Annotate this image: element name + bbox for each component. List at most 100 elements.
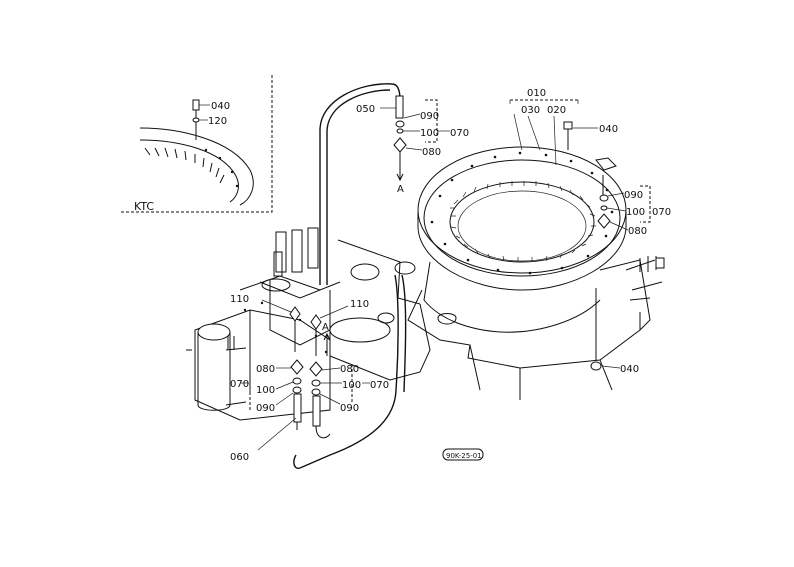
block-bolt xyxy=(307,227,319,269)
leader-line xyxy=(405,147,423,151)
bolt-hole xyxy=(528,271,532,275)
bolt-hole xyxy=(438,194,442,198)
part-100-mid-label: 100 xyxy=(342,380,361,391)
part-080-left-label: 080 xyxy=(256,364,275,375)
hose-line xyxy=(319,83,401,285)
bolt-hole xyxy=(586,254,590,258)
bearing-inner-gear xyxy=(449,181,595,263)
fitting-060-mid xyxy=(312,395,321,427)
leader-line xyxy=(553,115,557,166)
part-070-left-label: 070 xyxy=(230,379,249,390)
part-080-right-label: 080 xyxy=(628,226,647,237)
arrow-a-top xyxy=(396,173,404,182)
right-fitting-group: 090 100 070 080 xyxy=(597,175,671,237)
part-050-label: 050 xyxy=(356,104,375,115)
drawing-stamp: 90K-25-01 xyxy=(442,448,484,461)
part-080-mid-label: 080 xyxy=(340,364,359,375)
hose-line-2 xyxy=(326,89,391,285)
block-flange-ring xyxy=(261,278,291,292)
bearing-nipple-boss xyxy=(595,157,617,171)
part-060-label: 060 xyxy=(230,452,249,463)
base-frame xyxy=(329,239,665,400)
part-100-left-label: 100 xyxy=(256,385,275,396)
fitting-100-mid xyxy=(311,379,321,387)
part-110-left-label: 110 xyxy=(230,294,249,305)
frame-boss xyxy=(437,313,457,325)
fitting-050 xyxy=(395,95,404,119)
ktc-inset: 040 120 KTC xyxy=(120,75,273,213)
bolt-hole xyxy=(605,188,609,192)
frame-under-bearing xyxy=(423,261,601,333)
part-100-top-label: 100 xyxy=(420,128,439,139)
leader-line xyxy=(601,365,621,369)
plate-hole xyxy=(260,301,264,305)
bolt-hole xyxy=(569,159,573,163)
frame-hole-top xyxy=(350,263,380,281)
inset-bolt-hole xyxy=(230,170,234,174)
swivel-block xyxy=(186,227,341,421)
bolt-hole xyxy=(493,155,497,159)
left-cylinder-pins xyxy=(227,336,235,350)
part-110-mid-label: 110 xyxy=(350,299,369,310)
bolt-hole xyxy=(518,151,522,155)
part-010-label: 010 xyxy=(527,88,546,99)
bolt-hole xyxy=(544,153,548,157)
leader-line xyxy=(606,207,627,212)
leader-line xyxy=(319,393,341,405)
fitting-100-left xyxy=(292,377,302,385)
leader-line xyxy=(261,299,292,313)
part-030-label: 030 xyxy=(521,105,540,116)
frame-hole-mid xyxy=(377,312,395,324)
bracket-top xyxy=(425,99,438,143)
frame-hole-right xyxy=(394,261,416,275)
bracket-right xyxy=(640,185,651,223)
fitting-090-top xyxy=(395,120,405,128)
fitting-100-right xyxy=(600,205,608,211)
bolt-hole xyxy=(470,164,474,168)
bolt-hole xyxy=(496,268,500,272)
bearing-labels: 010 030 020 040 xyxy=(509,88,618,166)
block-flange xyxy=(239,275,321,291)
inset-ring-outer xyxy=(139,127,254,206)
part-040-bottom-label: 040 xyxy=(620,364,639,375)
block-bolt xyxy=(273,251,283,277)
leader-line xyxy=(257,417,297,451)
frame-outline xyxy=(407,289,641,369)
fitting-100-top xyxy=(396,128,404,134)
inset-ring-inner xyxy=(139,139,239,203)
inset-border xyxy=(120,75,273,213)
leader-line xyxy=(513,113,523,151)
left-cylinder-top xyxy=(197,323,231,341)
part-090-top-label: 090 xyxy=(420,111,439,122)
bearing-gear-root xyxy=(457,190,587,262)
part-070-top-label: 070 xyxy=(450,128,469,139)
top-fitting-group: 050 A 090 100 070 080 xyxy=(356,95,469,195)
frame-right-plate xyxy=(599,259,651,331)
left-fitting-stack: 080 070 100 090 060 xyxy=(230,357,304,463)
bearing-outer-top xyxy=(417,146,627,274)
bolt-hole xyxy=(590,171,594,175)
grease-hose xyxy=(293,83,407,469)
block-body xyxy=(269,280,331,346)
fitting-080-top xyxy=(393,137,407,153)
leader-line xyxy=(319,305,349,319)
bottom-bolt: 040 xyxy=(590,288,639,375)
drawing-number: 90K-25-01 xyxy=(446,452,482,460)
frame-top-edge xyxy=(337,239,421,305)
bearing-outer-ring xyxy=(423,159,621,277)
part-090-right-label: 090 xyxy=(624,190,643,201)
bolt-hole xyxy=(430,220,434,224)
bolt-hole xyxy=(443,242,447,246)
fitting-090-mid xyxy=(311,388,321,396)
block-top xyxy=(259,281,341,299)
hose-line-lower xyxy=(293,274,399,469)
marker-a-mid: A xyxy=(322,322,329,333)
fitting-080-right xyxy=(597,213,611,229)
inset-washer xyxy=(192,117,200,123)
left-plate xyxy=(194,309,331,421)
plate-hole xyxy=(298,318,302,322)
left-cylinder-body xyxy=(197,332,231,411)
bolt-hole xyxy=(604,234,608,238)
